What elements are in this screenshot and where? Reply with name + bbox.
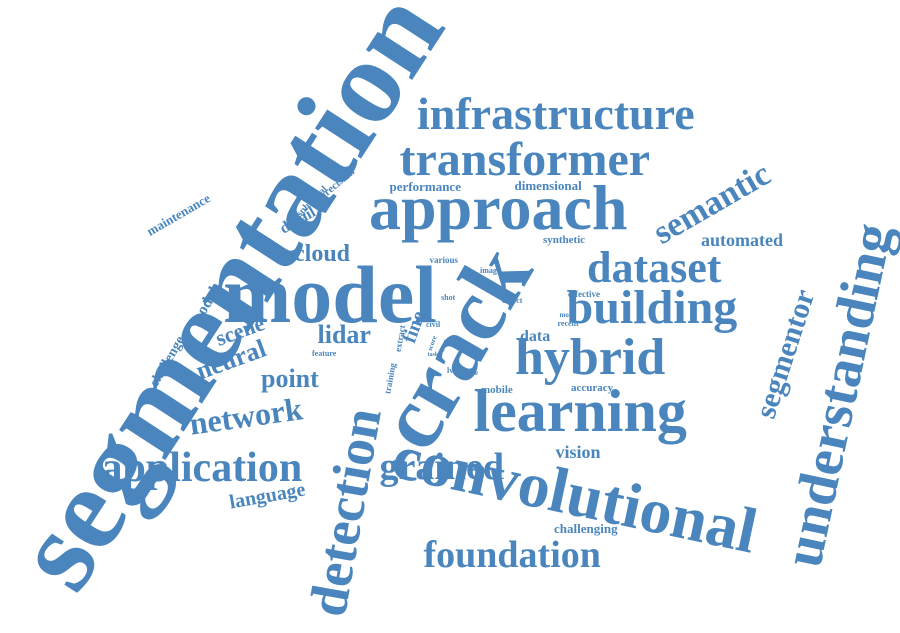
word-lidar: lidar: [317, 320, 371, 349]
word-synthetic: synthetic: [543, 233, 586, 246]
word-performance: performance: [389, 178, 461, 194]
word-accuracy: accuracy: [571, 381, 614, 394]
word-learning: learning: [473, 378, 687, 444]
word-more: more: [559, 310, 575, 319]
word-detect: detect: [502, 296, 523, 305]
word-challenging: challenging: [554, 520, 618, 536]
word-dataset: dataset: [587, 243, 722, 292]
word-recent: recent: [557, 319, 579, 328]
word-effective: effective: [568, 288, 600, 299]
word-cost: cost: [453, 338, 463, 344]
word-data: data: [520, 328, 551, 345]
word-transformer: transformer: [399, 133, 651, 186]
word-state: state: [464, 368, 478, 377]
word-foundation: foundation: [423, 534, 601, 576]
word-detection: detection: [297, 403, 393, 621]
word-hybrid: hybrid: [515, 329, 666, 386]
word-application: application: [101, 445, 303, 491]
word-grained: grained: [379, 446, 505, 488]
word-vision: vision: [555, 442, 601, 462]
word-image: image: [480, 266, 501, 275]
word-point: point: [261, 364, 319, 393]
word-infrastructure: infrastructure: [417, 88, 695, 139]
word-approach: approach: [369, 172, 628, 243]
word-building: building: [566, 281, 738, 334]
word-understanding: understanding: [771, 218, 900, 572]
word-dimensional: dimensional: [514, 177, 582, 193]
word-civil: civil: [426, 320, 441, 329]
word-model: model: [223, 249, 438, 340]
word-cloud-term: cloud: [294, 241, 351, 267]
word-shot: shot: [441, 293, 456, 302]
word-task: task: [427, 352, 439, 358]
word-lvms: lvms: [447, 366, 463, 375]
word-automated: automated: [701, 230, 783, 250]
word-mobile: mobile: [481, 383, 513, 396]
word-various: various: [429, 254, 459, 265]
word-feature: feature: [312, 349, 337, 358]
